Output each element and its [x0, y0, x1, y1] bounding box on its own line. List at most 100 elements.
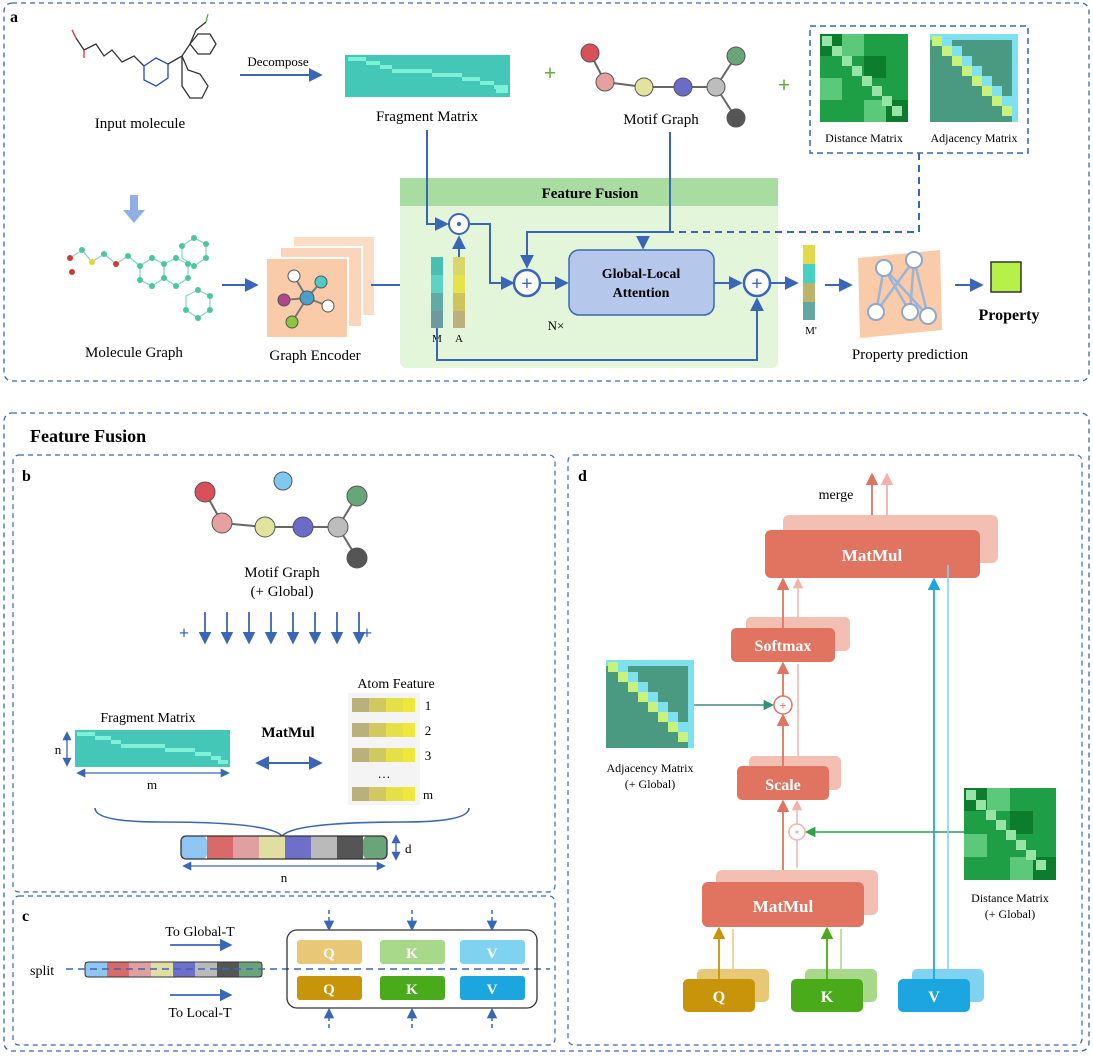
- local-k-label: K: [406, 982, 418, 998]
- panel-c-frame: [12, 895, 556, 1046]
- motif-graph-top-label: Motif Graph: [623, 112, 699, 128]
- graph-encoder-label: Graph Encoder: [269, 348, 360, 364]
- feature-fusion-header: [400, 178, 778, 206]
- m-prime-label: M': [805, 325, 817, 337]
- merge-label: merge: [819, 488, 854, 503]
- motif-graph-b-label2: (+ Global): [250, 584, 313, 600]
- n-dimension-label: n: [55, 742, 62, 757]
- property-label: Property: [978, 307, 1039, 324]
- distance-d-label2: (+ Global): [985, 907, 1035, 921]
- local-k-block: [380, 976, 445, 1000]
- atom-row-3: 3: [425, 748, 432, 763]
- global-k-block: [380, 940, 445, 964]
- motif-graph-top: [580, 43, 746, 128]
- global-q-label: Q: [323, 946, 335, 962]
- down-arrows-row: [198, 612, 366, 645]
- m-dimension-label: m: [147, 777, 157, 792]
- atom-feature-label: Atom Feature: [357, 677, 434, 692]
- fragment-matrix-top-label: Fragment Matrix: [376, 109, 479, 125]
- q-block: [683, 979, 755, 1012]
- matmul-bottom-block: [702, 882, 864, 927]
- local-q-block: [297, 976, 362, 1000]
- k-label: K: [821, 989, 834, 1006]
- merge-brace: [94, 807, 470, 838]
- plus-icon-2: +: [778, 72, 791, 97]
- softmax-block: [731, 628, 835, 662]
- matmul-top-label: MatMul: [842, 546, 903, 565]
- a-feature-bar: [453, 257, 465, 328]
- repeat-label: N×: [548, 318, 565, 333]
- plus-icon-1: +: [544, 60, 557, 85]
- property-square-icon: [990, 261, 1022, 293]
- fragment-matrix-b: [75, 730, 230, 767]
- n-bottom-label: n: [281, 870, 288, 885]
- atom-feature-rows: [352, 698, 415, 801]
- distance-matrix-icon: [820, 34, 908, 122]
- panel-c-label: c: [22, 908, 29, 925]
- fragment-to-dot-line: [426, 130, 449, 231]
- global-q-block: [297, 940, 362, 964]
- adjacency-d-label2: (+ Global): [625, 777, 675, 791]
- feature-fusion-title: Feature Fusion: [542, 186, 639, 202]
- molecule-graph-label: Molecule Graph: [85, 345, 183, 361]
- global-v-block: [460, 940, 525, 964]
- m-prime-bar: [803, 245, 815, 320]
- dot-to-plus-line: [469, 223, 515, 290]
- qkv-input-arrows: [323, 910, 498, 1028]
- adjacency-matrix-label: Adjacency Matrix: [931, 131, 1018, 145]
- m-feature-bar: [431, 257, 443, 328]
- adjacency-matrix-icon: [930, 34, 1018, 122]
- panel-b-label: b: [22, 468, 31, 485]
- global-v-label: V: [487, 946, 498, 962]
- input-molecule-structure: [71, 13, 217, 99]
- feature-fusion-section-title: Feature Fusion: [30, 426, 146, 446]
- property-predictor-icon: [858, 250, 942, 338]
- residual-connection-line: [436, 297, 764, 361]
- distance-matrix-d-icon: [964, 788, 1056, 880]
- global-local-attention-block: [568, 249, 715, 316]
- output-vector: [180, 835, 388, 860]
- plus-operator-2-glyph: +: [751, 273, 762, 295]
- adjacency-d-label1: Adjacency Matrix: [607, 761, 694, 775]
- d-dimension-label: d: [405, 841, 412, 856]
- graph-encoder-icon: [265, 235, 376, 339]
- global-k-label: K: [406, 946, 418, 962]
- matmul-b-label: MatMul: [261, 725, 314, 741]
- local-q-label: Q: [323, 982, 335, 998]
- plus-icon-b-right: +: [362, 623, 372, 643]
- fragment-matrix-b-label: Fragment Matrix: [100, 711, 195, 726]
- q-label: Q: [713, 989, 725, 1006]
- decompose-label: Decompose: [247, 54, 309, 69]
- matmul-top-block: [765, 530, 980, 578]
- to-local-label: To Local-T: [168, 1006, 232, 1021]
- input-molecule-label: Input molecule: [95, 116, 186, 132]
- fragment-matrix-top: [345, 55, 510, 97]
- motif-graph-b: [194, 471, 368, 569]
- molecule-graph-structure: [67, 235, 213, 321]
- a-label: A: [455, 333, 463, 345]
- attention-line1: Global-Local: [602, 267, 681, 282]
- attention-line2: Attention: [613, 286, 670, 301]
- plus-operator-1-glyph: +: [521, 273, 532, 295]
- down-arrow-icon: [123, 195, 145, 223]
- plus-icon-b-left: +: [179, 623, 189, 643]
- property-prediction-label: Property prediction: [852, 347, 969, 363]
- adjacency-plus-glyph: +: [779, 698, 786, 713]
- atom-row-2: 2: [425, 723, 432, 738]
- split-label: split: [30, 964, 54, 979]
- softmax-label: Softmax: [755, 638, 812, 655]
- local-v-label: V: [487, 982, 498, 998]
- panel-a-label: a: [10, 9, 18, 26]
- scale-label: Scale: [765, 777, 801, 794]
- k-block: [791, 979, 863, 1012]
- distance-d-label1: Distance Matrix: [971, 891, 1049, 905]
- motif-to-plus-line: [520, 132, 671, 269]
- distance-matrix-label: Distance Matrix: [825, 131, 903, 145]
- adjacency-matrix-d-icon: [606, 660, 694, 748]
- v-label: V: [928, 989, 940, 1006]
- feature-fusion-section-frame: [3, 412, 1090, 1052]
- atom-row-m: m: [423, 787, 433, 802]
- v-block: [898, 979, 970, 1012]
- panel-d-label: d: [578, 468, 587, 485]
